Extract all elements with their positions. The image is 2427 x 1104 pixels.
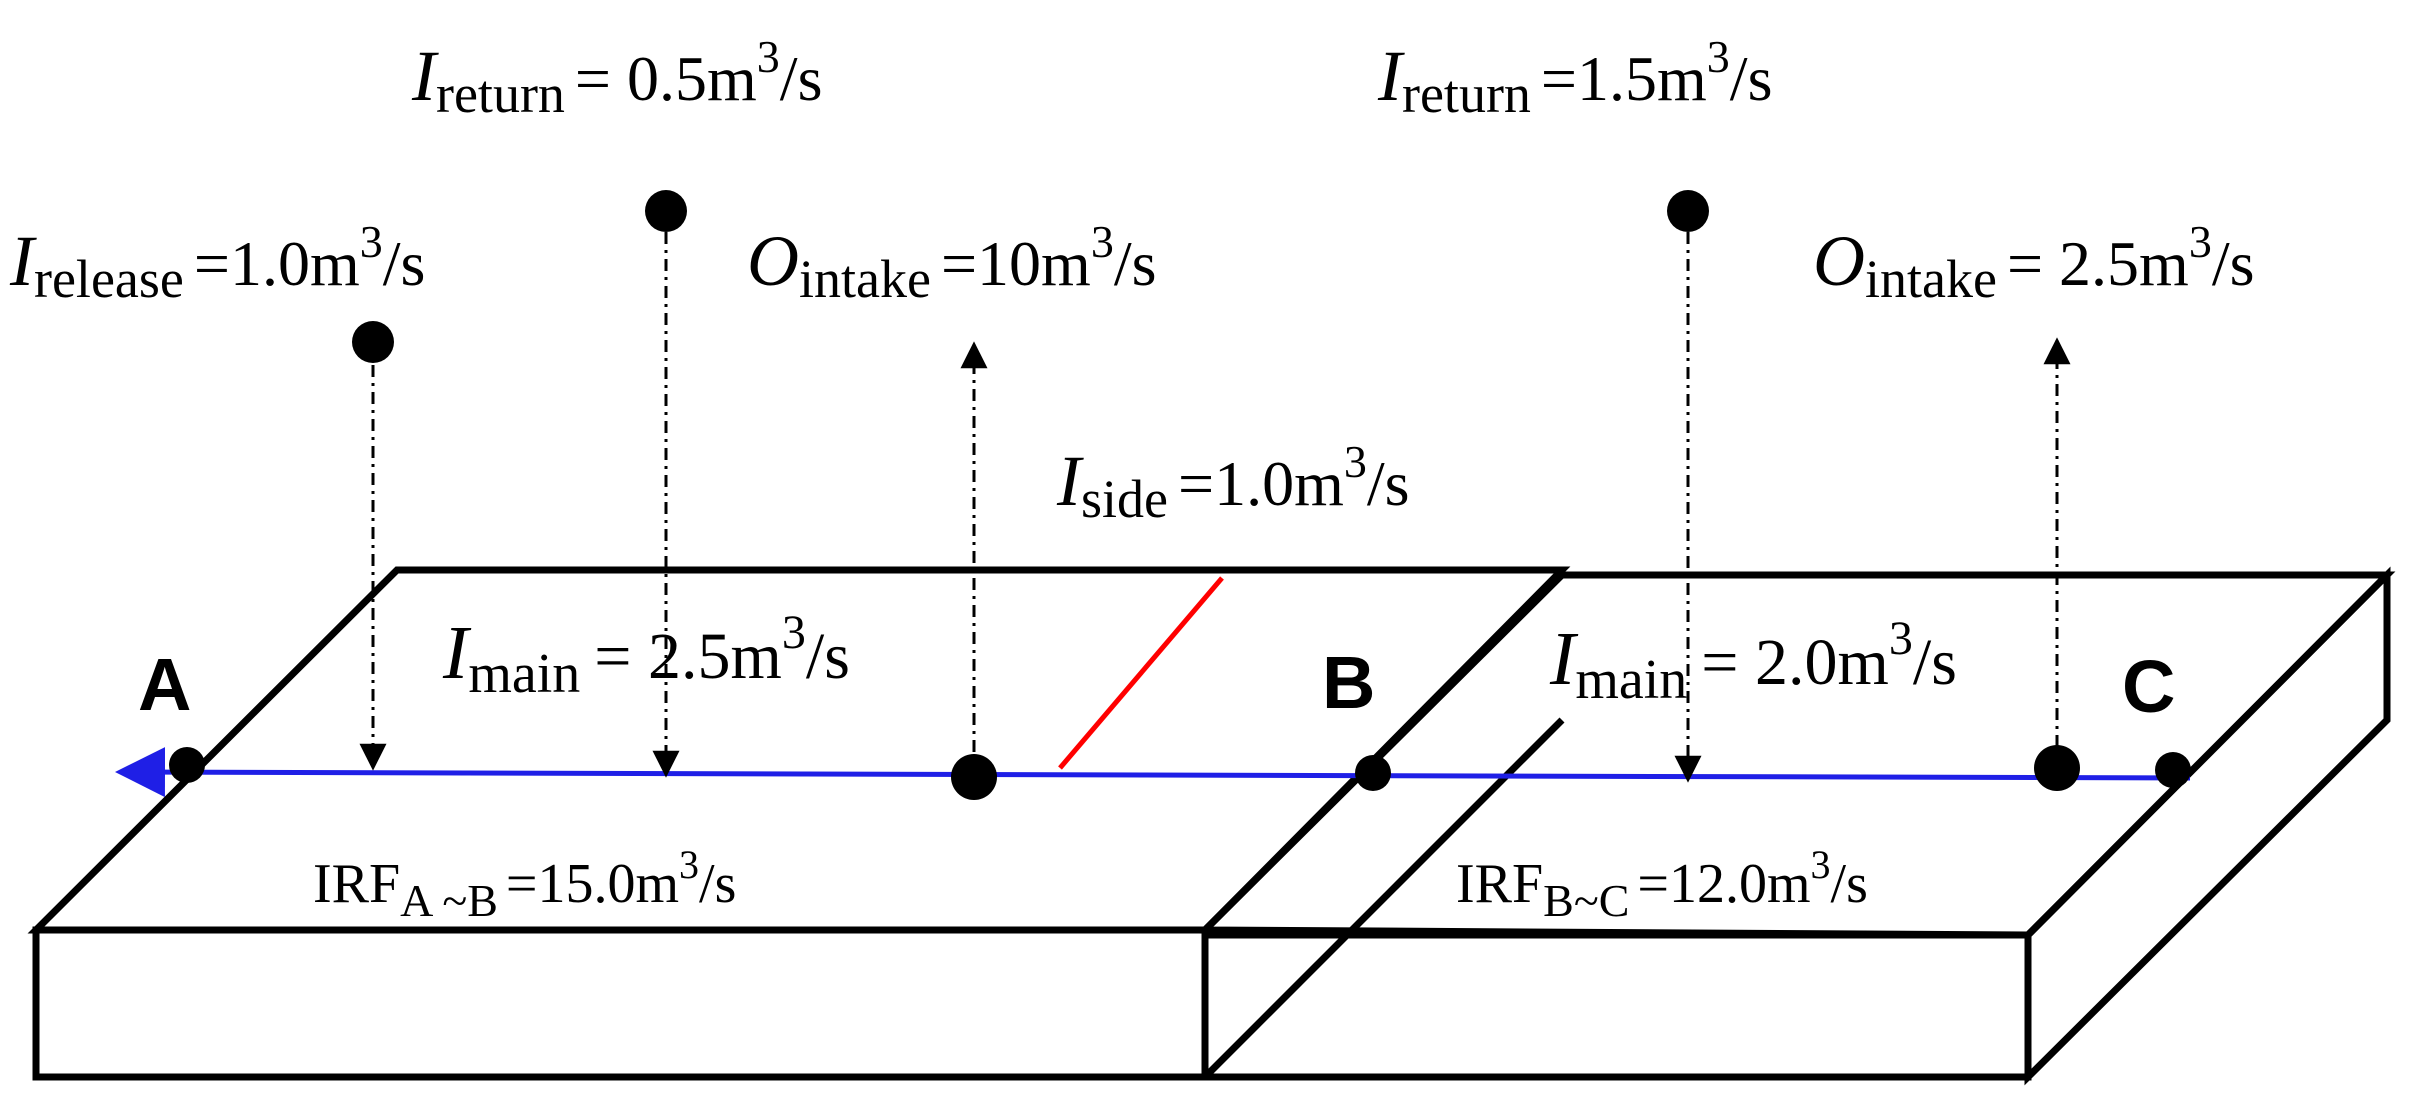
reach-bc-box (1196, 566, 2396, 1086)
return-bc-flow-label: Ireturn=1.5m3/s (1377, 31, 1772, 124)
main-flow-bc-label: Imain= 2.0m3/s (1549, 612, 1957, 711)
main-flow-ab-label: Imain= 2.5m3/s (442, 606, 850, 705)
node-b-label: B (1322, 641, 1375, 724)
reach-ab-front-face (32, 926, 1209, 1081)
intake-ab-dot (951, 754, 997, 800)
node-c-label: C (2122, 645, 2175, 728)
node-b-dot (1355, 755, 1391, 791)
reach-bc-bottom-edge (1202, 717, 1565, 1080)
return-ab-flow-label: Ireturn= 0.5m3/s (411, 31, 822, 124)
node-c-dot (2155, 752, 2191, 788)
intake-bc-flow-label: Ointake= 2.5m3/s (1813, 216, 2255, 309)
intake-ab-flow-label: Ointake=10m3/s (747, 216, 1157, 309)
side-tributary-line (1058, 576, 1224, 770)
irf-bc-label: IRFB~C=12.0m3/s (1456, 842, 1868, 926)
release-source-dot (352, 321, 394, 363)
node-a-dot (169, 747, 205, 783)
node-a-label: A (138, 643, 191, 726)
reach-bc-side-face (2024, 566, 2391, 1086)
return-bc-source-dot (1667, 190, 1709, 232)
irf-ab-label: IRFA ~B=15.0m3/s (313, 842, 736, 926)
river-main-line (115, 747, 2191, 798)
return-ab-source-dot (645, 190, 687, 232)
side-flow-label: Iside=1.0m3/s (1056, 436, 1410, 529)
release-flow-label: Irelease=1.0m3/s (9, 216, 425, 309)
intake-bc-dot (2034, 745, 2080, 791)
